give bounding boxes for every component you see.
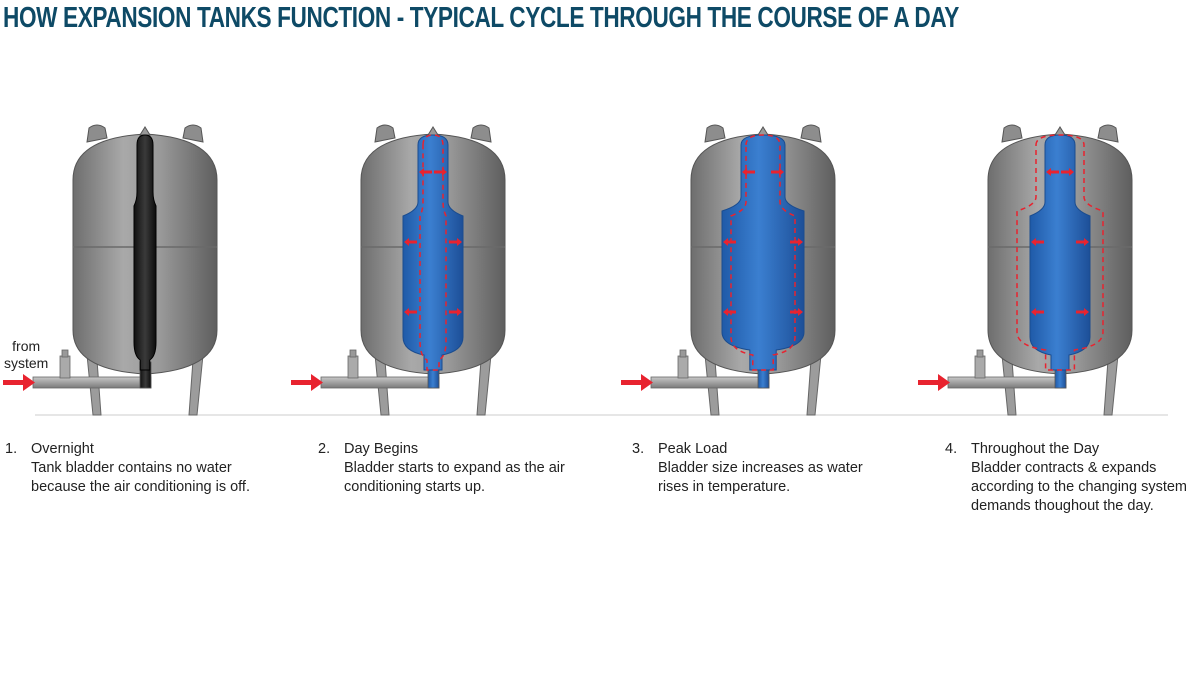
arrow-left-icon bbox=[1046, 168, 1059, 176]
lifting-lug bbox=[800, 124, 822, 143]
step-body: Bladder starts to expand as the air cond… bbox=[344, 460, 565, 495]
lifting-lug bbox=[86, 124, 108, 143]
arrow-left-icon bbox=[419, 168, 432, 176]
water-inlet-arrow-icon bbox=[918, 374, 950, 391]
air-valve-cap bbox=[757, 126, 769, 136]
lifting-lug bbox=[470, 124, 492, 143]
step-body: Tank bladder contains no water because t… bbox=[31, 460, 250, 495]
relief-valve-cap bbox=[61, 349, 69, 358]
arrow-left-icon bbox=[723, 238, 736, 246]
water-inlet-arrow-icon bbox=[621, 374, 653, 391]
water-inlet-arrow-icon bbox=[291, 374, 323, 391]
step-heading: Day Begins bbox=[344, 441, 419, 457]
relief-valve-cap bbox=[976, 349, 984, 358]
step-body: Bladder contracts & expands according to… bbox=[971, 460, 1188, 514]
relief-valve bbox=[59, 355, 71, 379]
relief-valve bbox=[347, 355, 359, 379]
arrow-right-icon bbox=[1076, 308, 1089, 316]
relief-valve bbox=[677, 355, 689, 379]
step-number: 1. bbox=[5, 441, 18, 457]
arrow-right-icon bbox=[771, 168, 784, 176]
lifting-lug bbox=[182, 124, 204, 143]
previous-bladder-outline bbox=[1016, 134, 1104, 371]
from-label-line1: from bbox=[12, 338, 41, 354]
arrow-right-icon bbox=[790, 238, 803, 246]
previous-bladder-outline bbox=[419, 134, 447, 371]
previous-bladder-outline bbox=[730, 134, 796, 371]
air-valve-cap bbox=[1054, 126, 1066, 136]
arrow-left-icon bbox=[1031, 308, 1044, 316]
arrow-right-icon bbox=[790, 308, 803, 316]
expansion-tank-3 bbox=[621, 124, 836, 416]
lifting-lug bbox=[1001, 124, 1023, 143]
arrow-right-icon bbox=[1061, 168, 1074, 176]
arrow-left-icon bbox=[1031, 238, 1044, 246]
lifting-lug bbox=[374, 124, 396, 143]
step-number: 2. bbox=[318, 441, 331, 457]
relief-valve-cap bbox=[349, 349, 357, 358]
step-number: 3. bbox=[632, 441, 645, 457]
arrow-right-icon bbox=[449, 308, 462, 316]
expansion-tank-4 bbox=[918, 124, 1133, 416]
lifting-lug bbox=[1097, 124, 1119, 143]
arrow-left-icon bbox=[723, 308, 736, 316]
arrow-left-icon bbox=[742, 168, 755, 176]
step-heading: Peak Load bbox=[658, 441, 728, 457]
step-number: 4. bbox=[945, 441, 958, 457]
step-heading: Throughout the Day bbox=[971, 441, 1100, 457]
arrow-left-icon bbox=[404, 238, 417, 246]
relief-valve-cap bbox=[679, 349, 687, 358]
page-title: HOW EXPANSION TANKS FUNCTION - TYPICAL C… bbox=[3, 2, 959, 34]
arrow-right-icon bbox=[1076, 238, 1089, 246]
step-body: Bladder size increases as water rises in… bbox=[658, 460, 863, 495]
from-system-label: from system bbox=[4, 338, 48, 372]
inlet-pipe bbox=[650, 376, 770, 389]
inlet-pipe bbox=[947, 376, 1067, 389]
from-label-line2: system bbox=[4, 355, 49, 371]
bladder bbox=[402, 134, 464, 371]
air-valve-cap bbox=[139, 126, 151, 136]
relief-valve bbox=[974, 355, 986, 379]
bladder bbox=[133, 134, 157, 371]
expansion-tank-1 bbox=[3, 124, 218, 416]
inlet-pipe bbox=[32, 376, 152, 389]
air-valve-cap bbox=[427, 126, 439, 136]
arrow-right-icon bbox=[434, 168, 447, 176]
water-inlet-arrow-icon bbox=[3, 374, 35, 391]
expansion-tank-2 bbox=[291, 124, 506, 416]
lifting-lug bbox=[704, 124, 726, 143]
arrow-left-icon bbox=[404, 308, 417, 316]
arrow-right-icon bbox=[449, 238, 462, 246]
inlet-pipe bbox=[320, 376, 440, 389]
step-heading: Overnight bbox=[31, 441, 94, 457]
